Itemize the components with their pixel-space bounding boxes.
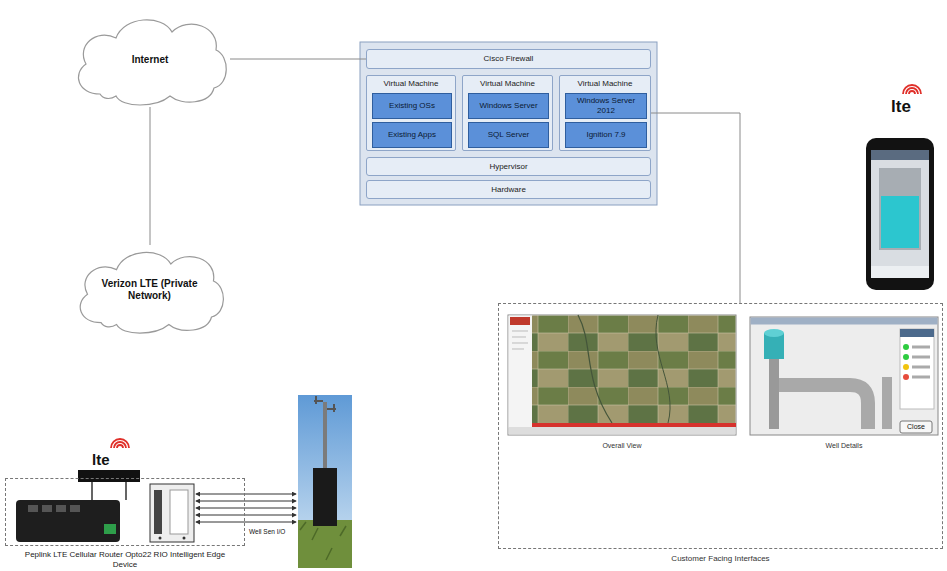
lte-signal-icon (111, 85, 921, 448)
smartphone (866, 138, 934, 290)
hardware-band: Hardware (366, 180, 651, 199)
virtual-machine-box: Virtual MachineWindows ServerSQL Server (462, 75, 553, 151)
hypervisor-band: Hypervisor (366, 157, 651, 176)
overall-view-screenshot (508, 315, 736, 435)
edge-device-hardware (16, 470, 194, 542)
node-text: Hardware (491, 185, 526, 195)
node-text: Verizon LTE (Private Network) (100, 278, 200, 302)
dashed-frame (498, 303, 943, 549)
software-box: Existing Apps (372, 122, 452, 148)
software-box: Ignition 7.9 (565, 122, 647, 148)
signal-label: Well Sen I/O (249, 528, 285, 535)
node-text: Existing Apps (388, 130, 436, 140)
sensor-wires (196, 494, 296, 522)
button-text: Close (900, 421, 932, 433)
lte-icon-text: lte (891, 98, 911, 116)
software-box: Windows Server 2012 (565, 93, 647, 119)
node-text: Existing OSs (389, 101, 435, 111)
interfaces-group: Customer Facing Interfaces Overall View We… (498, 303, 943, 565)
connector-line (230, 59, 366, 60)
virtual-machine-box: Virtual MachineExisting OSsExisting Apps (366, 75, 456, 151)
caption-text: Peplink LTE Cellular Router Opto22 RIO I… (15, 550, 235, 569)
caption-text: Customer Facing Interfaces (498, 553, 943, 565)
node-text: Virtual Machine (463, 79, 552, 89)
caption-text: Overall View (508, 441, 736, 450)
connector-line (150, 107, 151, 245)
screenshot-panel: Overall View (508, 315, 736, 450)
software-box: Windows Server (468, 93, 549, 119)
software-box: SQL Server (468, 122, 549, 148)
node-text: Windows Server 2012 (569, 96, 643, 116)
node-text: Hypervisor (489, 162, 527, 172)
node-text: SQL Server (488, 130, 530, 140)
server-stack-frame (360, 42, 657, 205)
node-text: Internet (132, 54, 169, 66)
cloud-shape: Verizon LTE (Private Network) (72, 245, 227, 335)
node-text: Virtual Machine (367, 79, 455, 89)
software-box: Existing OSs (372, 93, 452, 119)
connector-line (651, 113, 740, 303)
dashed-frame (5, 478, 245, 546)
well-details-screenshot (750, 317, 938, 435)
firewall-band: Cisco Firewall (366, 49, 651, 69)
virtual-machine-box: Virtual MachineWindows Server 2012Igniti… (559, 75, 651, 151)
screenshot-panel: Well Details (750, 317, 938, 450)
node-text: Virtual Machine (560, 79, 650, 89)
cloud-shape: Internet (70, 12, 230, 107)
node-text: Windows Server (479, 101, 537, 111)
lte-icon-text: lte (92, 452, 110, 468)
caption-text: Well Details (750, 441, 938, 450)
well-site-photo (298, 395, 352, 568)
edge-device-group: Peplink LTE Cellular Router Opto22 RIO I… (5, 478, 245, 569)
node-text: Ignition 7.9 (586, 130, 625, 140)
node-text: Cisco Firewall (484, 54, 534, 64)
